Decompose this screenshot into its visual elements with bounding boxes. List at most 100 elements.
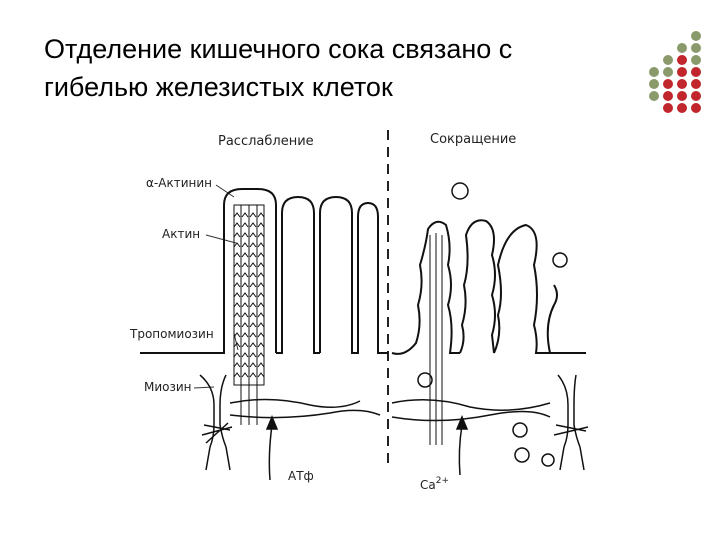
- actin-chevron: [233, 292, 241, 298]
- relaxed-microvilli: [140, 188, 388, 425]
- actin-chevron: [249, 242, 257, 248]
- actin-chevron: [257, 332, 265, 338]
- decorative-dot: [649, 91, 659, 101]
- actin-chevron: [249, 232, 257, 238]
- title-line-2: гибелью железистых клеток: [44, 72, 393, 102]
- actin-chevron: [241, 252, 249, 258]
- decorative-dot: [677, 79, 687, 89]
- decorative-dot: [663, 79, 673, 89]
- actin-chevron: [249, 252, 257, 258]
- myosin-zone-left: [199, 374, 381, 471]
- actin-chevron: [233, 232, 241, 238]
- actin-chevron: [233, 322, 241, 328]
- actin-chevron: [233, 252, 241, 258]
- actin-chevron: [249, 322, 257, 328]
- actin-chevron: [257, 232, 265, 238]
- actin-chevron: [257, 212, 265, 218]
- actin-chevron: [249, 342, 257, 348]
- actin-chevron: [249, 212, 257, 218]
- actin-chevron: [233, 212, 241, 218]
- actin-chevron: [257, 292, 265, 298]
- actin-chevron: [257, 372, 265, 378]
- actin-chevron: [257, 282, 265, 288]
- actin-chevron: [233, 282, 241, 288]
- actin-chevron: [233, 342, 241, 348]
- actin-chevron: [241, 262, 249, 268]
- actin-chevron: [249, 272, 257, 278]
- actin-chevron: [233, 272, 241, 278]
- slide-title: Отделение кишечного сока связано с гибел…: [44, 30, 644, 106]
- actin-chevron: [241, 292, 249, 298]
- vesicles: [417, 182, 568, 467]
- microvilli-diagram: Расслабление Сокращение α-Актинин Актин …: [130, 130, 589, 492]
- decorative-dot: [663, 91, 673, 101]
- actin-chevron: [233, 352, 241, 358]
- title-line-1: Отделение кишечного сока связано с: [44, 34, 513, 64]
- decorative-dot: [677, 67, 687, 77]
- actin-chevron: [257, 252, 265, 258]
- actin-chevron: [257, 352, 265, 358]
- actin-chevron: [241, 222, 249, 228]
- header-relaxation: Расслабление: [218, 134, 314, 149]
- decorative-dot: [691, 79, 701, 89]
- decorative-dot: [649, 67, 659, 77]
- actin-chevron: [241, 212, 249, 218]
- actin-chevron: [249, 352, 257, 358]
- actin-chevron: [241, 352, 249, 358]
- actin-chevron: [241, 242, 249, 248]
- decorative-dot: [691, 31, 701, 41]
- actin-chevron: [249, 312, 257, 318]
- decorative-dot: [677, 91, 687, 101]
- actin-chevron: [241, 322, 249, 328]
- calcium-arrow: [455, 415, 469, 476]
- decorative-dot: [663, 103, 673, 113]
- label-tropomyosin: Тропомиозин: [130, 327, 214, 341]
- actin-chevron: [241, 302, 249, 308]
- actin-chevron: [233, 242, 241, 248]
- actin-chevron: [257, 312, 265, 318]
- contracted-microvilli: [391, 219, 586, 445]
- actin-chevron: [249, 292, 257, 298]
- actin-chevron: [249, 262, 257, 268]
- decorative-dot: [691, 55, 701, 65]
- actin-chevron: [241, 332, 249, 338]
- myosin-zone-right: [391, 374, 589, 471]
- actin-chevron: [233, 372, 241, 378]
- label-alpha-actinin: α-Актинин: [146, 176, 212, 190]
- decorative-dot: [691, 67, 701, 77]
- actin-chevron: [249, 332, 257, 338]
- decorative-dot: [663, 67, 673, 77]
- actin-chevron: [233, 262, 241, 268]
- decorative-dot: [677, 55, 687, 65]
- actin-chevron: [257, 272, 265, 278]
- decorative-dot: [663, 55, 673, 65]
- actin-chevron: [233, 312, 241, 318]
- actin-chevron: [257, 262, 265, 268]
- actin-chevron: [241, 342, 249, 348]
- actin-chevron: [249, 222, 257, 228]
- actin-chevron: [241, 282, 249, 288]
- label-calcium: Ca2+: [420, 476, 449, 492]
- actin-chevron: [257, 342, 265, 348]
- decorative-dot: [677, 43, 687, 53]
- label-atp: АТф: [288, 469, 314, 483]
- actin-chevron: [241, 372, 249, 378]
- decorative-dot: [677, 103, 687, 113]
- header-contraction: Сокращение: [430, 132, 516, 147]
- actin-chevron: [233, 332, 241, 338]
- actin-chevron: [241, 312, 249, 318]
- actin-chevron: [241, 232, 249, 238]
- decorative-dot: [691, 43, 701, 53]
- decorative-dot-grid: [649, 31, 701, 113]
- actin-chevron: [257, 222, 265, 228]
- actin-chevron: [233, 362, 241, 368]
- actin-chevron: [257, 322, 265, 328]
- actin-chevron: [249, 372, 257, 378]
- atp-arrow: [265, 415, 279, 481]
- actin-chevron: [257, 302, 265, 308]
- actin-chevron: [257, 362, 265, 368]
- decorative-dot: [691, 103, 701, 113]
- actin-chevron: [257, 242, 265, 248]
- actin-chevron: [241, 272, 249, 278]
- actin-chevron: [233, 302, 241, 308]
